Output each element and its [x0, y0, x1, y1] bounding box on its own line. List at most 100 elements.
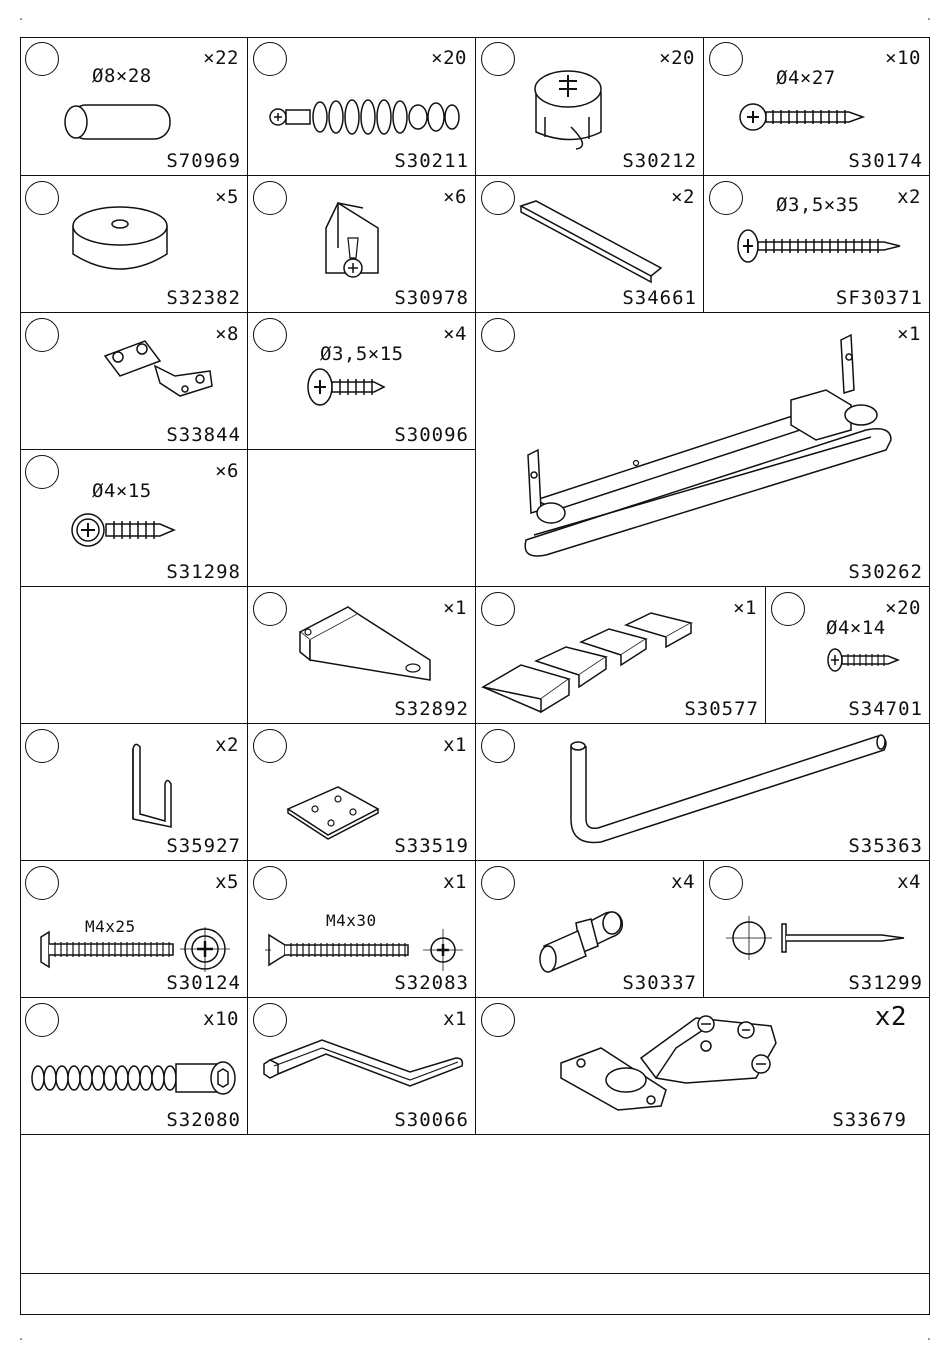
check-circle[interactable] [481, 866, 515, 900]
crank-key-icon [260, 1036, 470, 1096]
machine-screw-icon [35, 927, 230, 972]
part-quantity: ×2 [671, 186, 695, 208]
connector-bolt-icon [268, 92, 468, 142]
round-pad-icon [70, 204, 170, 279]
part-cell-s30174: ×10 Ø4×27 S30174 [704, 37, 930, 176]
part-dimension: Ø4×27 [776, 67, 836, 89]
part-quantity: ×1 [733, 597, 757, 619]
part-code: S31298 [166, 561, 241, 583]
check-circle[interactable] [253, 592, 287, 626]
part-quantity: ×1 [443, 597, 467, 619]
part-dimension: Ø4×15 [92, 480, 152, 502]
check-circle[interactable] [481, 592, 515, 626]
part-quantity: ×4 [443, 323, 467, 345]
part-cell-s30096: ×4 Ø3,5×15 S30096 [248, 313, 476, 450]
check-circle[interactable] [481, 318, 515, 352]
part-cell-s30262: ×1 S30262 [476, 313, 930, 587]
part-dimension: Ø8×28 [92, 65, 152, 87]
part-cell-s30577: ×1 S30577 [476, 587, 766, 724]
check-circle[interactable] [25, 318, 59, 352]
small-hinge-icon [100, 331, 220, 406]
check-circle[interactable] [25, 1003, 59, 1037]
part-dimension: M4x30 [326, 911, 377, 930]
check-circle[interactable] [253, 1003, 287, 1037]
part-quantity: ×6 [215, 460, 239, 482]
part-code: S70969 [166, 150, 241, 172]
allen-key-icon [566, 734, 896, 849]
check-circle[interactable] [25, 181, 59, 215]
part-code: S32080 [166, 1109, 241, 1131]
part-cell-s34661: ×2 S34661 [476, 176, 704, 313]
check-circle[interactable] [481, 181, 515, 215]
part-cell-s32080: x10 S32080 [20, 998, 248, 1135]
part-dimension: Ø3,5×15 [320, 343, 404, 365]
square-plate-icon [283, 779, 383, 849]
check-circle[interactable] [709, 42, 743, 76]
part-cell-s31298: ×6 Ø4×15 S31298 [20, 450, 248, 587]
check-circle[interactable] [253, 318, 287, 352]
part-dimension: Ø4×14 [826, 617, 886, 639]
machine-screw-icon [263, 929, 463, 971]
part-cell-s34701: ×20 Ø4×14 S34701 [766, 587, 930, 724]
part-code: S32083 [394, 972, 469, 994]
hook-icon [125, 739, 175, 829]
check-circle[interactable] [481, 42, 515, 76]
part-quantity: x4 [897, 871, 921, 893]
part-code: S34701 [848, 698, 923, 720]
notes-area [20, 1135, 930, 1274]
crop-mark [20, 1338, 22, 1340]
screw-icon [734, 228, 904, 264]
part-cell-s32892: ×1 S32892 [248, 587, 476, 724]
part-code: S35927 [166, 835, 241, 857]
part-quantity: x2 [897, 186, 921, 208]
part-cell-s35363: S35363 [476, 724, 930, 861]
part-code: S32892 [394, 698, 469, 720]
part-cell-s31299: x4 S31299 [704, 861, 930, 998]
crop-mark [20, 18, 22, 20]
part-cell-s30978: ×6 S30978 [248, 176, 476, 313]
part-code: S30337 [622, 972, 697, 994]
part-code: S33679 [832, 1109, 907, 1131]
part-code: S33844 [166, 424, 241, 446]
check-circle[interactable] [25, 866, 59, 900]
part-quantity: ×20 [431, 47, 467, 69]
check-circle[interactable] [481, 1003, 515, 1037]
part-cell-s30212: ×20 S30212 [476, 37, 704, 176]
check-circle[interactable] [709, 866, 743, 900]
empty-cell [248, 450, 476, 587]
part-cell-sf30371: x2 Ø3,5×35 SF30371 [704, 176, 930, 313]
part-quantity: x5 [215, 871, 239, 893]
part-code: S30211 [394, 150, 469, 172]
part-cell-s32382: ×5 S32382 [20, 176, 248, 313]
corner-block-icon [318, 198, 388, 293]
part-quantity: ×20 [885, 597, 921, 619]
check-circle[interactable] [481, 729, 515, 763]
part-code: S30066 [394, 1109, 469, 1131]
part-code: S30577 [684, 698, 759, 720]
part-quantity: ×20 [659, 47, 695, 69]
check-circle[interactable] [253, 729, 287, 763]
dowel-icon [60, 97, 180, 147]
part-quantity: ×8 [215, 323, 239, 345]
check-circle[interactable] [25, 42, 59, 76]
check-circle[interactable] [253, 866, 287, 900]
check-circle[interactable] [771, 592, 805, 626]
check-circle[interactable] [709, 181, 743, 215]
part-cell-s70969: ×22 Ø8×28 S70969 [20, 37, 248, 176]
part-code: S30212 [622, 150, 697, 172]
check-circle[interactable] [25, 455, 59, 489]
part-cell-s33679: x2 S33679 [476, 998, 930, 1135]
part-quantity: ×6 [443, 186, 467, 208]
check-circle[interactable] [25, 729, 59, 763]
part-quantity: ×5 [215, 186, 239, 208]
part-cell-s33519: x1 S33519 [248, 724, 476, 861]
part-quantity: x10 [203, 1008, 239, 1030]
part-code: S30096 [394, 424, 469, 446]
part-quantity: x4 [671, 871, 695, 893]
part-code: SF30371 [835, 287, 923, 309]
check-circle[interactable] [253, 42, 287, 76]
screw-icon [739, 97, 869, 137]
wedge-shims-icon [481, 607, 696, 707]
check-circle[interactable] [253, 181, 287, 215]
